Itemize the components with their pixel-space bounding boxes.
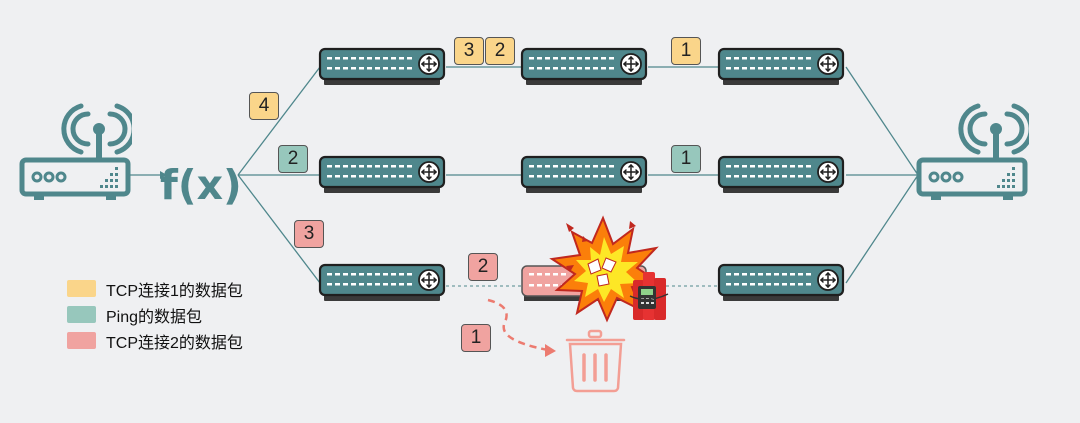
function-icon: f(x): [160, 161, 242, 209]
packet-tcp2-1: 1: [461, 324, 491, 352]
packet-ping-1: 1: [671, 145, 701, 173]
network-switch-icon: [318, 263, 446, 303]
dynamite-icon: [629, 272, 669, 320]
packet-tcp1-1: 1: [671, 37, 701, 65]
drop-arrow: [487, 298, 549, 352]
legend-item-tcp1: TCP连接1的数据包: [67, 276, 243, 301]
network-switch-icon: [318, 155, 446, 195]
connection-lines: [130, 66, 919, 287]
wifi-router-icon: [919, 106, 1031, 200]
packet-tcp1-3: 3: [454, 37, 484, 65]
packet-ping-2: 2: [278, 145, 308, 173]
legend-swatch-tcp2: [67, 332, 96, 349]
network-switch-icon: [717, 47, 845, 87]
network-switch-icon: [520, 155, 648, 195]
packet-tcp1-2: 2: [485, 37, 515, 65]
legend: TCP连接1的数据包 Ping的数据包 TCP连接2的数据包: [67, 276, 243, 354]
legend-swatch-ping: [67, 306, 96, 323]
packet-tcp2-3: 3: [294, 220, 324, 248]
network-switch-icon: [717, 155, 845, 195]
legend-swatch-tcp1: [67, 280, 96, 297]
legend-label-tcp2: TCP连接2的数据包: [106, 334, 243, 352]
legend-label-ping: Ping的数据包: [106, 308, 203, 326]
packet-tcp2-2: 2: [468, 253, 498, 281]
wifi-router-icon: [22, 106, 134, 200]
legend-item-ping: Ping的数据包: [67, 302, 243, 327]
packet-tcp1-4: 4: [249, 92, 279, 120]
network-switch-icon: [717, 263, 845, 303]
network-switch-icon: [318, 47, 446, 87]
network-switch-icon: [520, 47, 648, 87]
trash-icon: [565, 329, 626, 393]
legend-label-tcp1: TCP连接1的数据包: [106, 282, 243, 300]
legend-item-tcp2: TCP连接2的数据包: [67, 328, 243, 353]
